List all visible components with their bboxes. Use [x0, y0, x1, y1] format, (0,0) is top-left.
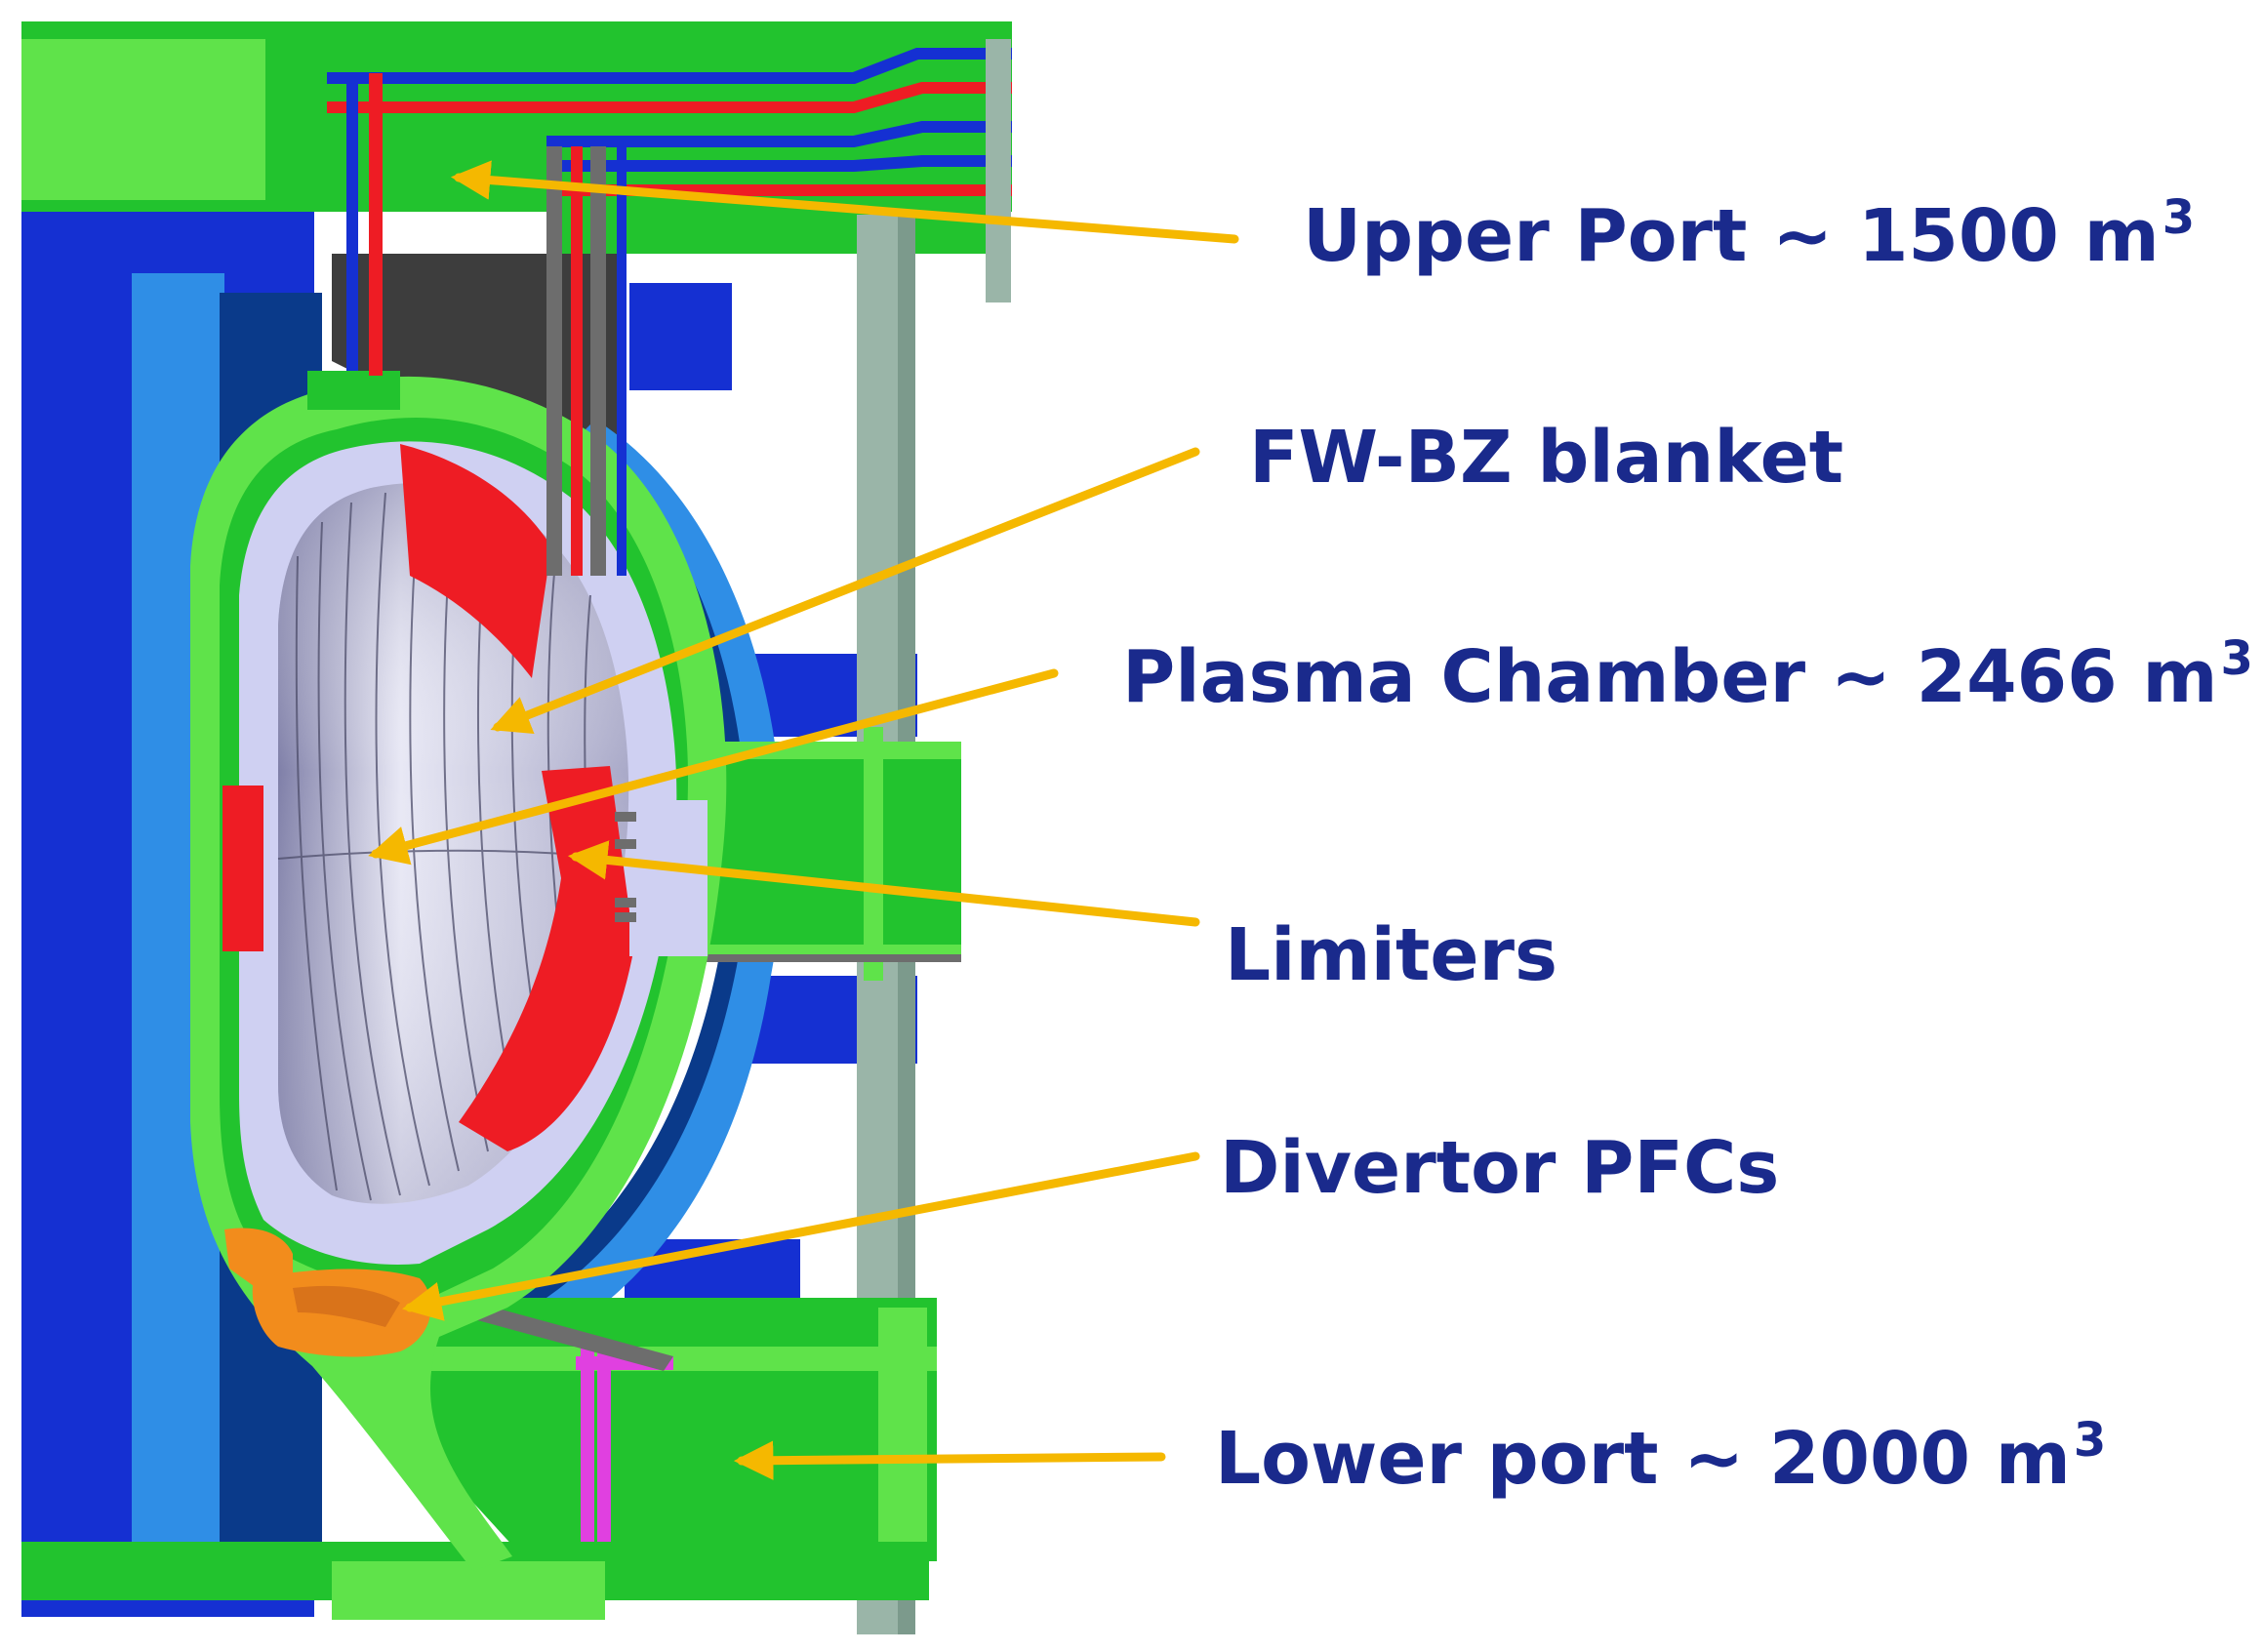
label-lower-port: Lower port ~ 2000 m3 [1215, 1413, 2107, 1501]
upper-port-pipes [307, 39, 1012, 576]
arrow-limiters [567, 840, 1200, 927]
divertor-structure [224, 1228, 431, 1357]
callout-arrows [368, 160, 1239, 1480]
label-fw-bz-blanket: FW-BZ blanket [1249, 416, 1844, 500]
label-limiters: Limiters [1225, 913, 1558, 997]
lower-port-structure [21, 1298, 937, 1620]
arrow-plasma-chamber [368, 668, 1059, 866]
arrow-lower-port [733, 1440, 1166, 1480]
label-plasma-chamber: Plasma Chamber ~ 2466 m3 [1122, 631, 2253, 719]
arrow-fw-bz-blanket [490, 447, 1200, 734]
label-divertor-pfcs: Divertor PFCs [1220, 1126, 1780, 1210]
equatorial-port [683, 727, 961, 981]
arrow-upper-port [450, 160, 1239, 244]
label-upper-port: Upper Port ~ 1500 m3 [1303, 190, 2196, 278]
arrow-divertor-pfcs [402, 1151, 1200, 1321]
